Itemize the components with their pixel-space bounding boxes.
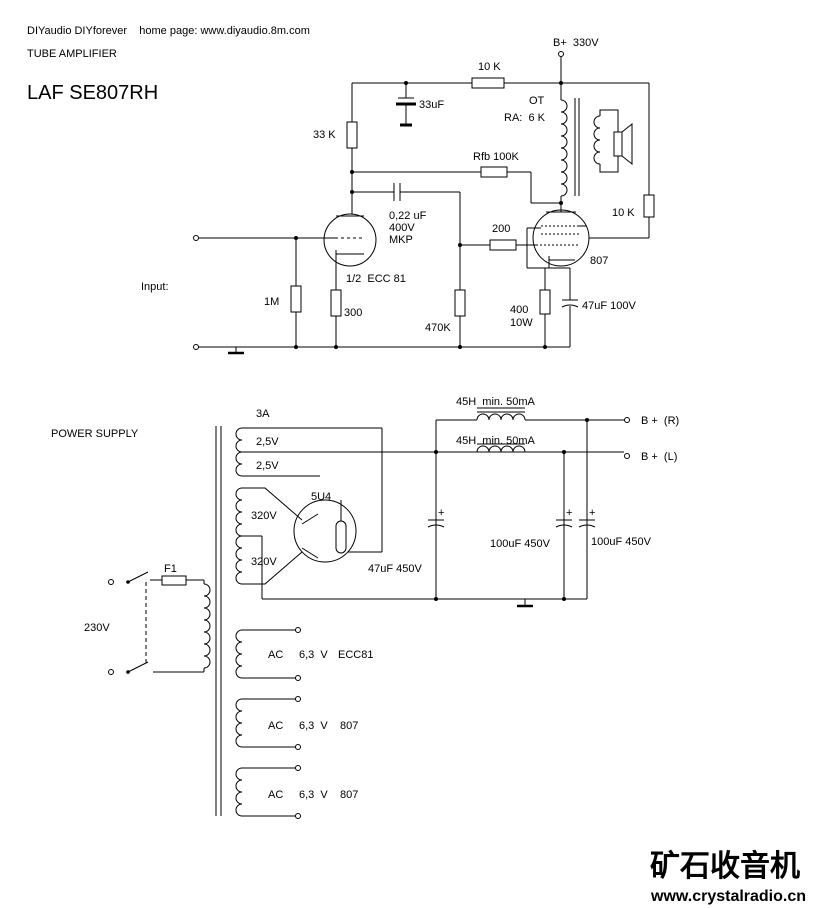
ot-label: OT [529, 95, 545, 107]
heater-2-voltage: 6,3 V [299, 720, 328, 732]
choke-r-label: 45H min. 50mA [456, 396, 536, 408]
winding-320v-b-label: 320V [251, 556, 277, 568]
resistor-200 [489, 239, 517, 251]
choke-l [476, 445, 526, 453]
cap-33uf-label: 33uF [419, 99, 444, 111]
winding-320v [235, 487, 243, 585]
resistor-33k [346, 121, 358, 149]
resistor-300-label: 300 [344, 307, 362, 319]
power-supply-section: POWER SUPPLY 3A F1 230V 2,5V 2,5V 5U4 [51, 396, 679, 819]
site-line: DIYaudio DIYforever home page: www.diyau… [27, 25, 310, 37]
resistor-400 [539, 289, 551, 315]
tube-ecc81 [323, 213, 377, 267]
power-supply-label: POWER SUPPLY [51, 428, 139, 440]
mains-label: 230V [84, 622, 110, 634]
b-plus-l-terminal [624, 453, 630, 459]
resistor-10k-right [643, 194, 655, 218]
watermark-brand: 矿石收音机 [650, 849, 800, 883]
speaker-icon [613, 131, 623, 157]
fuse-label: F1 [164, 563, 177, 575]
choke-l-label: 45H min. 50mA [456, 435, 536, 447]
resistor-33k-label: 33 K [313, 129, 336, 141]
rectifier-filament [335, 520, 347, 554]
heater-2-type: AC [268, 720, 283, 732]
amplifier-section: B+ 330V 10 K 33uF 33 K Rfb 100K [141, 37, 655, 355]
cap-47uf-450v-label: 47uF 450V [368, 563, 422, 575]
heater-1-type: AC [268, 649, 283, 661]
resistor-470k [454, 289, 466, 317]
b-plus-r-terminal [624, 417, 630, 423]
fuse-f1 [161, 575, 187, 586]
cap-100uf-b-label: 100uF 450V [591, 536, 652, 548]
tube-ecc81-label: 1/2 ECC 81 [346, 273, 406, 285]
cap-47uf-100v-label: 47uF 100V [582, 300, 636, 312]
rectifier-5u4 [293, 499, 357, 563]
resistor-rfb [480, 166, 508, 178]
heater-winding-1 [235, 629, 243, 679]
tube-807-label: 807 [590, 255, 608, 267]
input-label: Input: [141, 281, 169, 293]
resistor-470k-label: 470K [425, 322, 451, 334]
resistor-400-label: 400 [510, 304, 528, 316]
resistor-1m [290, 285, 302, 313]
input-terminal [193, 235, 199, 241]
ground-terminal [193, 344, 199, 350]
b-plus-l-label: B + (L) [641, 451, 677, 463]
tube-807 [532, 209, 590, 267]
primary-coil [203, 583, 211, 669]
rectifier-label: 5U4 [311, 491, 331, 503]
cap-022-type: MKP [389, 234, 413, 246]
heater-winding-2 [235, 698, 243, 748]
resistor-10k-top [471, 77, 505, 89]
watermark-url: www.crystalradio.cn [650, 888, 806, 905]
choke-r [476, 413, 526, 421]
cap-022-voltage: 400V [389, 222, 415, 234]
ot-secondary-coil [593, 115, 601, 165]
page-title: LAF SE807RH [27, 82, 158, 104]
heater-winding-3 [235, 767, 243, 817]
resistor-10k-right-label: 10 K [612, 207, 635, 219]
b-plus-label: B+ 330V [553, 37, 599, 49]
resistor-1m-label: 1M [264, 296, 279, 308]
subtitle: TUBE AMPLIFIER [27, 48, 117, 60]
ra-label: RA: 6 K [504, 112, 546, 124]
resistor-200-label: 200 [492, 223, 510, 235]
svg-text:+: + [438, 507, 444, 519]
b-plus-r-label: B + (R) [641, 415, 679, 427]
winding-320v-a-label: 320V [251, 510, 277, 522]
winding-25v-a-label: 2,5V [256, 436, 279, 448]
heater-1-voltage: 6,3 V [299, 649, 328, 661]
svg-text:+: + [589, 507, 595, 519]
resistor-400-power: 10W [510, 317, 533, 329]
heater-3-load: 807 [340, 789, 358, 801]
cap-022-value: 0,22 uF [389, 210, 427, 222]
svg-text:+: + [566, 507, 572, 519]
mains-terminal-a [108, 579, 114, 585]
winding-25v-b-label: 2,5V [256, 460, 279, 472]
ot-primary-coil [560, 99, 568, 197]
mains-terminal-b [108, 669, 114, 675]
heater-2-load: 807 [340, 720, 358, 732]
heater-3-voltage: 6,3 V [299, 789, 328, 801]
heater-1-load: ECC81 [338, 649, 373, 661]
winding-25v [235, 427, 243, 477]
resistor-10k-top-label: 10 K [478, 61, 501, 73]
heater-3-type: AC [268, 789, 283, 801]
resistor-rfb-label: Rfb 100K [473, 151, 520, 163]
resistor-300 [330, 289, 342, 317]
fuse-current-label: 3A [256, 408, 270, 420]
b-plus-terminal [558, 51, 564, 57]
cap-100uf-a-label: 100uF 450V [490, 538, 551, 550]
